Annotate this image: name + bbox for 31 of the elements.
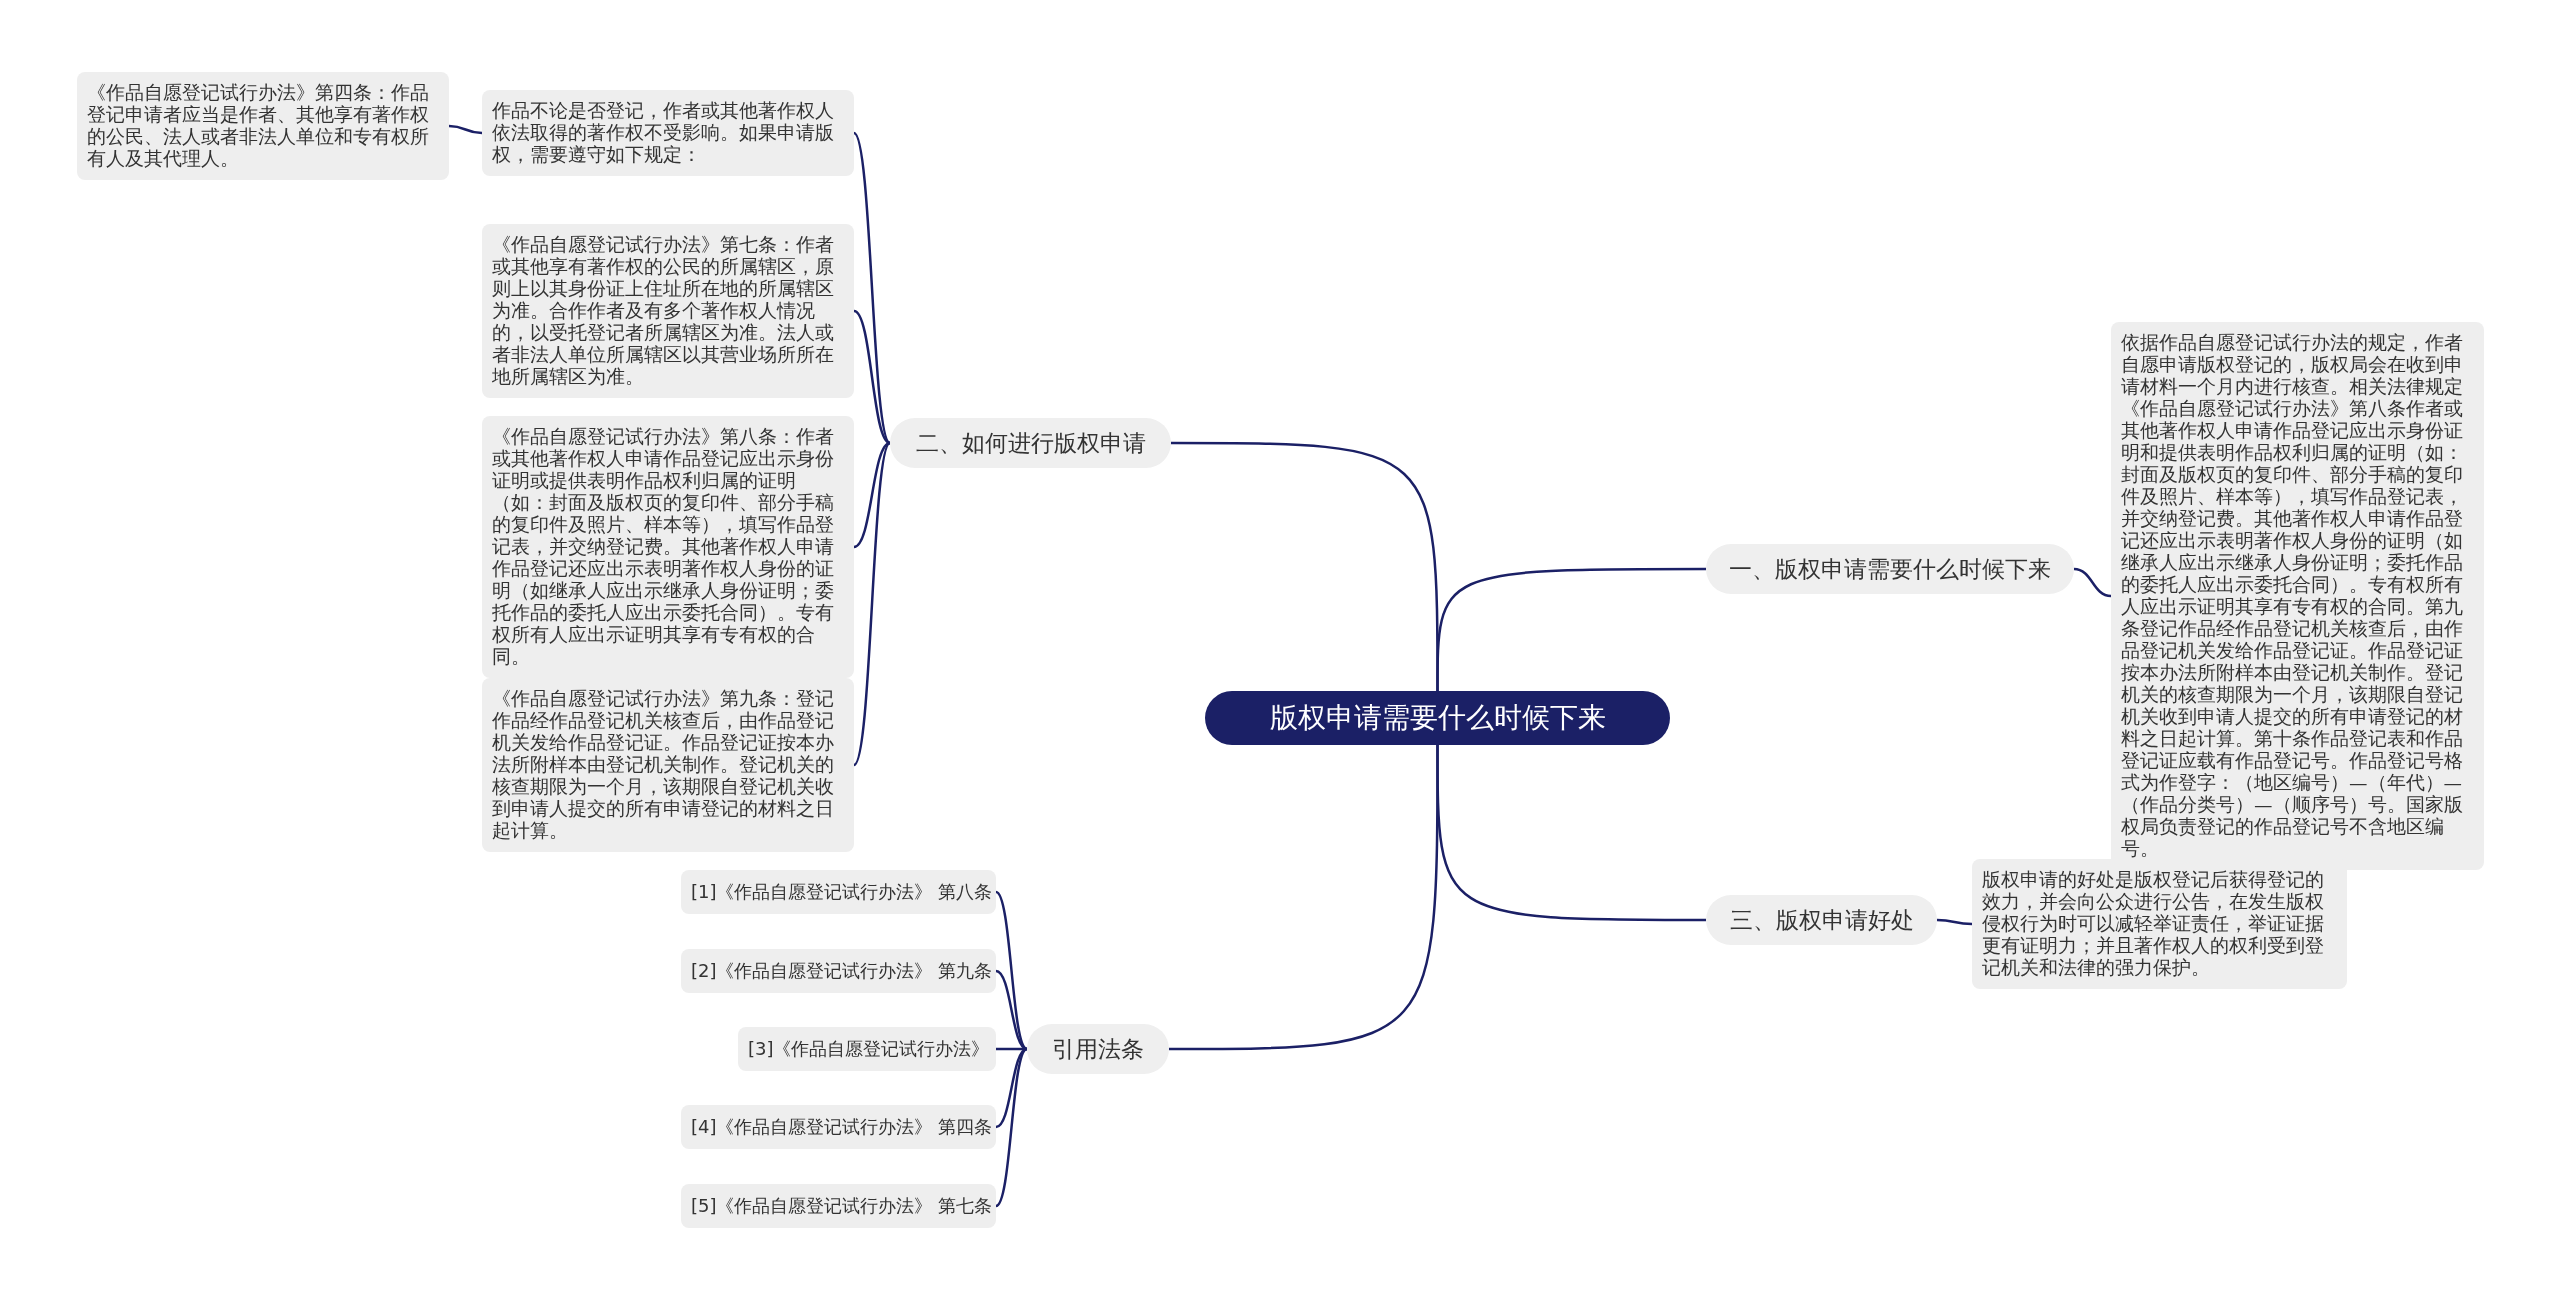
text-note: 《作品自愿登记试行办法》第九条：登记作品经作品登记机关核查后，由作品登记机关发给作品登记证。作品登记证按本办法所附样本由登记机关制作。登记机关的核查期限为一个月，该期限自登记机关收到申请人提交的所有申请登记的材料之日起计算。 <box>482 678 854 852</box>
connector-line <box>995 969 1028 1051</box>
connector-line <box>852 442 892 766</box>
text-note: 作品不论是否登记，作者或其他著作权人依法取得的著作权不受影响。如果申请版权，需要遵守如下规定： <box>482 90 854 176</box>
branch-topic: 引用法条 <box>1027 1024 1169 1074</box>
connector-line <box>995 891 1028 1050</box>
citation-item: [1]《作品自愿登记试行办法》 第八条 <box>681 870 996 914</box>
connector-line <box>853 441 891 549</box>
text-note: 《作品自愿登记试行办法》第七条：作者或其他享有著作权的公民的所属辖区，原则上以其身份证上住址所在地的所属辖区为准。合作作者及有多个著作权人情况的，以受托登记者所属辖区为准。法人或者非法人单位所属辖区以其营业场所所在地所属辖区为准。 <box>482 224 854 398</box>
branch-topic: 三、版权申请好处 <box>1706 895 1937 945</box>
connector-line <box>1171 441 1439 691</box>
citation-item: [3]《作品自愿登记试行办法》 <box>738 1027 996 1071</box>
central-topic: 版权申请需要什么时候下来 <box>1205 691 1670 745</box>
branch-topic: 一、版权申请需要什么时候下来 <box>1706 544 2074 594</box>
connector-line <box>853 309 891 445</box>
text-note: 《作品自愿登记试行办法》第八条：作者或其他著作权人申请作品登记应出示身份证明或提供表明作品权利归属的证明（如：封面及版权页的复印件、部分手稿的复印件及照片、样本等），填写作品登记表，并交纳登记费。其他著作权人申请作品登记还应出示表明著作权人身份的证明（如继承人应出示继承人身份证明；委托作品的委托人应出示委托合同）。专有权所有人应出示证明其享有专有权的合同。 <box>482 416 854 678</box>
branch-topic: 二、如何进行版权申请 <box>890 418 1171 468</box>
connector-line <box>1936 918 1973 926</box>
citation-item: [5]《作品自愿登记试行办法》 第七条 <box>681 1184 996 1228</box>
citation-item: [2]《作品自愿登记试行办法》 第九条 <box>681 949 996 993</box>
connector-line <box>1169 745 1439 1051</box>
connector-line <box>852 132 892 444</box>
text-note: 《作品自愿登记试行办法》第四条：作品登记申请者应当是作者、其他享有著作权的公民、法人或者非法人单位和专有权所有人及其代理人。 <box>77 72 449 180</box>
connector-line <box>995 1047 1028 1129</box>
citation-item: [4]《作品自愿登记试行办法》 第四条 <box>681 1105 996 1149</box>
connector-line <box>995 1048 1028 1207</box>
connector-line <box>996 1047 1027 1051</box>
text-note: 依据作品自愿登记试行办法的规定，作者自愿申请版权登记的，版权局会在收到申请材料一个月内进行核查。相关法律规定《作品自愿登记试行办法》第八条作者或其他著作权人申请作品登记应出示身份证明和提供表明作品权利归属的证明（如：封面及版权页的复印件、部分手稿的复印件及照片、样本等），填写作品登记表，并交纳登记费。其他著作权人申请作品登记还应出示表明著作权人身份的证明（如继承人应出示继承人身份证明；委托作品的委托人应出示委托合同）。专有权所有人应出示证明其享有专有权的合同。第九条登记作品经作品登记机关核查后，由作品登记机关发给作品登记证。作品登记证按本办法所附样本由登记机关制作。登记机关的核查期限为一个月，该期限自登记机关收到申请人提交的所有申请登记的材料之日起计算。第十条作品登记表和作品登记证应载有作品登记号。作品登记号格式为作登字：（地区编号）—（年代）—（作品分类号）—（顺序号）号。国家版权局负责登记的作品登记号不含地区编号。 <box>2111 322 2484 870</box>
connector-line <box>2073 567 2112 598</box>
text-note: 版权申请的好处是版权登记后获得登记的效力，并会向公众进行公告，在发生版权侵权行为时可以减轻举证责任，举证证据更有证明力；并且著作权人的权利受到登记机关和法律的强力保护。 <box>1972 859 2347 989</box>
connector-line <box>448 124 483 135</box>
